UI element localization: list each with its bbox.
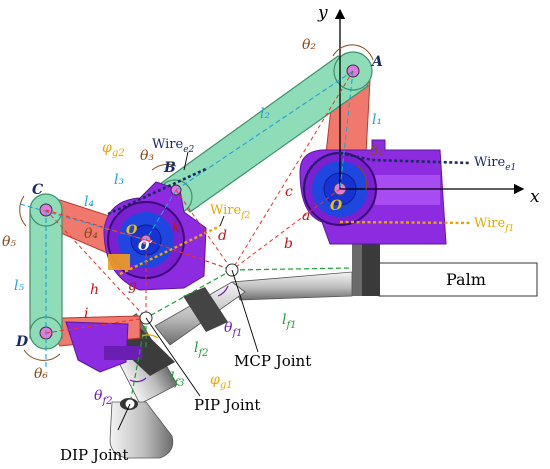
purple-base-bottom [65, 321, 142, 373]
length-a: a [302, 208, 310, 224]
wire-label-e1: Wiree1 [474, 155, 516, 173]
length-l2: l₂ [260, 106, 270, 122]
length-i: i [84, 306, 88, 322]
length-h: h [90, 282, 99, 298]
angle-arcs [19, 44, 374, 361]
angle-theta5: θ₅ [2, 234, 16, 250]
angle-theta3: θ₃ [140, 148, 154, 164]
construction-lines-red [45, 70, 354, 334]
palm-block [352, 236, 538, 297]
wire-label-f1: Wiref1 [474, 216, 514, 234]
point-label-a: A [370, 54, 383, 70]
joint-leaders [117, 151, 259, 431]
axis-label-x: x [530, 187, 540, 207]
wire-label-f2: Wiref2 [210, 203, 251, 221]
angle-theta2: θ₂ [302, 37, 316, 53]
purple-base-right [299, 139, 447, 245]
point-label-d: D [15, 334, 29, 350]
length-l3: l₃ [114, 172, 124, 188]
length-lf3: lf3 [170, 370, 185, 389]
axis-label-y: y [317, 3, 328, 23]
pip-joint-label: PIP Joint [194, 396, 260, 414]
wire-e1 [302, 151, 471, 190]
length-l4: l₄ [84, 194, 94, 210]
length-k: k [172, 220, 180, 236]
mcp-joint-label: MCP Joint [234, 352, 311, 370]
palm-label: Palm [446, 270, 486, 289]
angle-indicators [129, 285, 229, 383]
angle-theta4: θ₄ [84, 226, 98, 242]
point-label-o-prime: O′ [138, 239, 153, 254]
point-label-o-left: O [126, 223, 138, 238]
angle-theta-f1: θf1 [224, 320, 243, 339]
length-lf1: lf1 [282, 312, 297, 331]
wire-f2 [119, 224, 221, 276]
dip-joint-label: DIP Joint [60, 446, 128, 464]
construction-lines-green [129, 267, 353, 405]
angle-theta1: θ₁ [370, 143, 384, 159]
length-lf2: lf2 [194, 340, 209, 359]
length-b: b [284, 236, 293, 252]
wire-e2 [107, 166, 209, 216]
angle-phi-g1: φg1 [210, 372, 233, 391]
length-c: c [285, 184, 293, 200]
point-label-c: C [32, 182, 43, 198]
point-label-o-right: O [330, 198, 343, 214]
coordinate-axes [334, 8, 525, 195]
angle-theta6: θ₆ [34, 366, 48, 382]
length-d: d [218, 228, 227, 244]
proximal-phalanx [154, 271, 353, 346]
point-label-b: B [163, 160, 176, 176]
length-l5: l₅ [14, 278, 24, 294]
length-g: g [128, 278, 137, 294]
length-l1: l₁ [372, 112, 382, 128]
angle-theta-f2: θf2 [94, 388, 113, 407]
angle-phi-g2: φg2 [102, 140, 125, 159]
wire-label-e2: Wiree2 [152, 137, 195, 155]
